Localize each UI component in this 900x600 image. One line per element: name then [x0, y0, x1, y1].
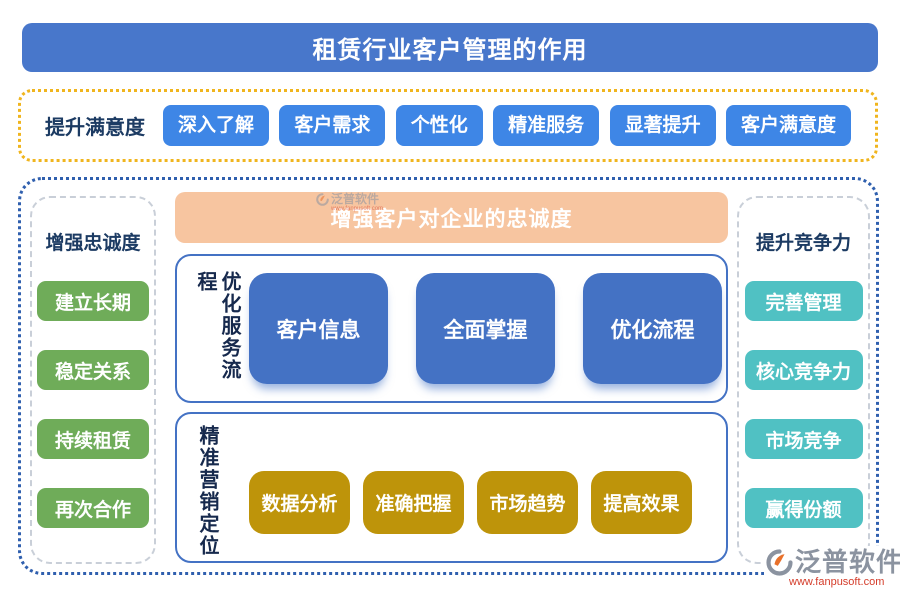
loyalty-node: 再次合作	[37, 488, 149, 528]
marketing-buttons: 数据分析 准确把握 市场趋势 提高效果	[249, 471, 692, 534]
competitive-node: 核心竞争力	[744, 350, 863, 390]
competitive-label: 提升竞争力	[755, 233, 851, 254]
service-label: 优化服务流程	[194, 271, 240, 381]
main-section-border	[18, 177, 879, 575]
marketing-node: 市场趋势	[477, 471, 578, 534]
satisfaction-label: 提升满意度	[45, 117, 145, 139]
page-title: 租赁行业客户管理的作用	[22, 23, 878, 72]
vendor-name: 泛普软件	[795, 547, 900, 577]
competitive-node: 完善管理	[744, 281, 863, 321]
marketing-node: 准确把握	[363, 471, 464, 534]
marketing-label: 精准营销定位	[196, 425, 218, 557]
satisfaction-node: 精准服务	[493, 105, 600, 146]
vendor-url: www.fanpusoft.com	[789, 576, 885, 588]
loyalty-node: 建立长期	[37, 281, 149, 321]
loyalty-column: 增强忠诚度 建立长期 稳定关系 持续租赁 再次合作	[30, 196, 156, 564]
satisfaction-node: 显著提升	[609, 105, 716, 146]
competitive-node: 市场竞争	[744, 419, 863, 459]
satisfaction-node: 个性化	[395, 105, 483, 146]
marketing-node: 数据分析	[249, 471, 350, 534]
satisfaction-buttons: 深入了解 客户需求 个性化 精准服务 显著提升 客户满意度	[163, 105, 851, 146]
competitive-node: 赢得份额	[744, 488, 863, 528]
service-card: 优化流程	[583, 273, 722, 384]
satisfaction-section: 提升满意度 深入了解 客户需求 个性化 精准服务 显著提升 客户满意度	[18, 89, 878, 162]
satisfaction-node: 深入了解	[163, 105, 270, 146]
loyalty-node: 持续租赁	[37, 419, 149, 459]
loyalty-node: 稳定关系	[37, 350, 149, 390]
marketing-section: 精准营销定位 数据分析 准确把握 市场趋势 提高效果	[175, 412, 728, 563]
vendor-logo-icon	[766, 548, 793, 576]
service-section: 优化服务流程 客户信息 全面掌握 优化流程	[175, 254, 728, 403]
service-cards: 客户信息 全面掌握 优化流程	[249, 273, 722, 384]
service-card: 全面掌握	[416, 273, 555, 384]
satisfaction-node: 客户需求	[279, 105, 386, 146]
loyalty-label: 增强忠诚度	[45, 233, 141, 254]
satisfaction-node: 客户满意度	[725, 105, 851, 146]
marketing-node: 提高效果	[591, 471, 692, 534]
vendor-logo: 泛普软件 www.fanpusoft.com	[764, 546, 900, 589]
service-card: 客户信息	[249, 273, 388, 384]
competitive-column: 提升竞争力 完善管理 核心竞争力 市场竞争 赢得份额	[737, 196, 870, 564]
loyalty-banner: 增强客户对企业的忠诚度	[175, 192, 728, 243]
